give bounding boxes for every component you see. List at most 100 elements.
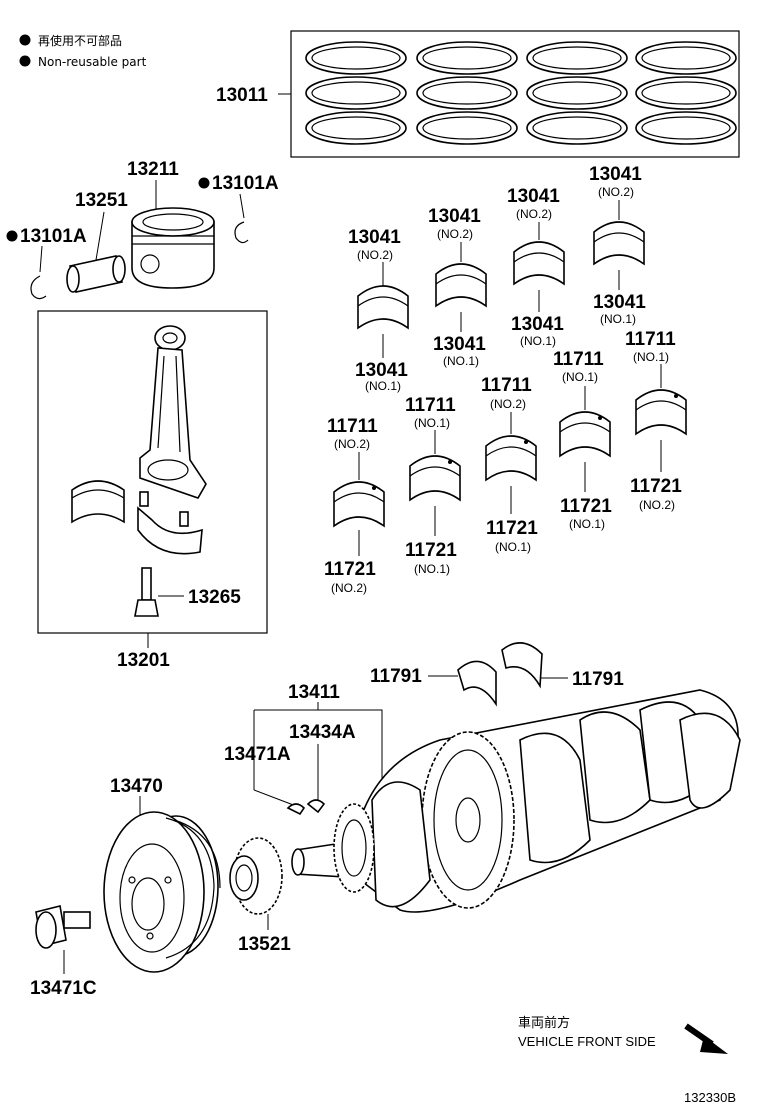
bearing-shell — [559, 411, 611, 458]
piston-ring-group — [305, 41, 407, 145]
bearing-grade: (NO.2) — [639, 498, 675, 512]
bearing-shell — [435, 263, 487, 308]
bearing-label-13041: 13041 — [428, 206, 481, 227]
bearing-shell — [635, 389, 687, 436]
part-label-13101a-right: 13101A — [212, 173, 279, 194]
non-reusable-dot-icon — [6, 230, 18, 242]
bearing-shell — [513, 241, 565, 286]
bearing-grade: (NO.1) — [414, 416, 450, 430]
bearing-label-13041: 13041 — [348, 227, 401, 248]
bearing-grade: (NO.2) — [598, 185, 634, 199]
part-label-13470: 13470 — [110, 776, 163, 797]
bearing-label-13041: 13041 — [433, 334, 486, 355]
thrust-washer-right — [501, 642, 543, 689]
bearing-label-11711: 11711 — [553, 349, 604, 370]
footer: 車両前方 VEHICLE FRONT SIDE 132330B — [518, 1015, 736, 1105]
diagram-code: 132330B — [684, 1090, 736, 1105]
bearing-grade: (NO.1) — [569, 517, 605, 531]
bearing-grade: (NO.1) — [600, 312, 636, 326]
pulley-bolt: 13471C — [30, 905, 97, 999]
non-reusable-dot-icon — [19, 34, 31, 46]
bearing-label-11711: 11711 — [327, 416, 378, 437]
part-label-13411: 13411 — [288, 682, 340, 703]
piston-pin — [66, 255, 126, 293]
connecting-rod-bolt — [134, 567, 159, 617]
bearing-grade: (NO.2) — [331, 581, 367, 595]
crankshaft-timing-sprocket: 13521 — [229, 837, 291, 955]
bearing-grade: (NO.1) — [414, 562, 450, 576]
bearing-label-13041: 13041 — [511, 314, 564, 335]
bearing-grade: (NO.2) — [490, 397, 526, 411]
piston-ring-group — [635, 41, 737, 145]
main-bearings: 11711 (NO.2) 11721 (NO.2) 11711 (NO.1) 1… — [324, 329, 687, 595]
bearing-label-11721: 11721 — [405, 540, 457, 561]
vehicle-front-label-ja: 車両前方 — [518, 1015, 570, 1030]
bearing-label-11721: 11721 — [324, 559, 376, 580]
piston-ring-set: 13011 — [216, 30, 740, 158]
part-label-13211: 13211 — [127, 159, 179, 180]
connecting-rod-box — [37, 310, 268, 634]
legend-label-ja: 再使用不可部品 — [38, 33, 122, 48]
bearing-label-11711: 11711 — [481, 375, 532, 396]
piston-ring-group — [526, 41, 628, 145]
connecting-rod-cap — [137, 491, 203, 555]
bearing-grade: (NO.1) — [443, 354, 479, 368]
part-label-13471a: 13471A — [224, 744, 291, 765]
bearing-grade: (NO.2) — [516, 207, 552, 221]
part-label-11791-right: 11791 — [572, 669, 624, 690]
crankshaft-front-gear — [333, 803, 375, 893]
bearing-label-11711: 11711 — [625, 329, 676, 350]
piston-assembly: 13211 13251 13101A 13101A — [6, 159, 279, 300]
part-label-13251: 13251 — [75, 190, 128, 211]
bearing-grade: (NO.2) — [437, 227, 473, 241]
bearing-label-13041: 13041 — [355, 360, 408, 381]
bearing-shell — [593, 221, 645, 266]
bearing-grade: (NO.1) — [633, 350, 669, 364]
crankshaft-key — [286, 803, 306, 816]
rod-bearing-shell — [71, 480, 125, 524]
part-label-13471c: 13471C — [30, 978, 97, 999]
piston-pin-clip-left — [30, 275, 47, 300]
bearing-label-11721: 11721 — [486, 518, 538, 539]
part-label-11791-left: 11791 — [370, 666, 422, 687]
rod-bearings-13041: 13041 (NO.2) 13041 (NO.1) 13041 (NO.2) 1… — [348, 164, 646, 393]
part-label-13201: 13201 — [117, 650, 170, 671]
crankshaft-pulley: 13470 — [103, 776, 221, 973]
connecting-rod-assembly: 13265 13201 — [37, 310, 268, 671]
bearing-grade: (NO.1) — [520, 334, 556, 348]
bearing-shell — [485, 435, 537, 482]
thrust-washer-left — [457, 660, 497, 707]
part-label-13265: 13265 — [188, 587, 241, 608]
crankshaft-key-callouts: 13411 13434A 13471A — [224, 682, 383, 816]
bearing-label-11721: 11721 — [630, 476, 682, 497]
bearing-shell — [333, 481, 385, 528]
vehicle-front-arrow-icon — [684, 1023, 728, 1054]
crankshaft — [291, 689, 741, 913]
crankshaft-timing-gear — [421, 731, 515, 909]
bearing-shell — [409, 455, 461, 502]
legend-label-en: Non-reusable part — [38, 55, 147, 69]
legend: 再使用不可部品 Non-reusable part — [19, 33, 147, 69]
bearing-label-13041: 13041 — [589, 164, 642, 185]
bearing-label-11711: 11711 — [405, 395, 456, 416]
piston-ring-group — [416, 41, 518, 145]
bearing-grade: (NO.1) — [365, 379, 401, 393]
bearing-shell — [357, 285, 409, 330]
piston — [131, 221, 215, 289]
bearing-label-13041: 13041 — [507, 186, 560, 207]
part-label-13521: 13521 — [238, 934, 291, 955]
part-label-13434a: 13434A — [289, 722, 356, 743]
part-label-13011: 13011 — [216, 85, 268, 106]
bearing-label-13041: 13041 — [593, 292, 646, 313]
bearing-label-11721: 11721 — [560, 496, 612, 517]
non-reusable-dot-icon — [198, 177, 210, 189]
bearing-grade: (NO.1) — [495, 540, 531, 554]
piston-pin-clip-right — [234, 221, 249, 244]
bearing-grade: (NO.2) — [357, 248, 393, 262]
thrust-washers: 11791 11791 — [370, 642, 624, 707]
vehicle-front-label-en: VEHICLE FRONT SIDE — [518, 1034, 656, 1049]
connecting-rod — [139, 325, 207, 499]
part-label-13101a-left: 13101A — [20, 226, 87, 247]
non-reusable-dot-icon — [19, 55, 31, 67]
